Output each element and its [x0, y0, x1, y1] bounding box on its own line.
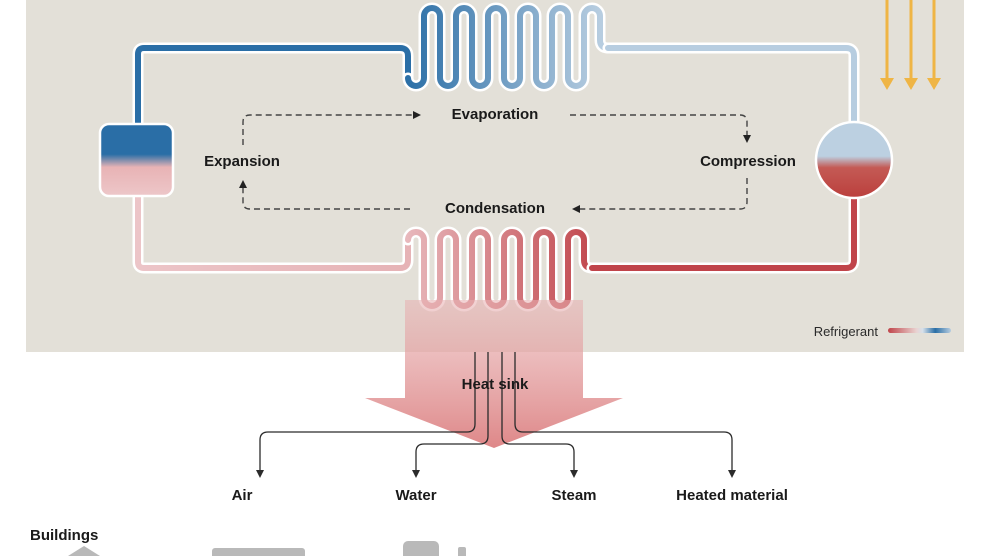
output-arrowheads [256, 470, 736, 478]
heat-source-arrow [904, 0, 918, 90]
appliance-icon [212, 548, 305, 556]
line-to-heated-material [514, 352, 733, 472]
flow-arrow-expansion-to-evaporation [242, 114, 412, 145]
tank-icon [403, 541, 439, 556]
flow-arrow-compression-to-condensation [580, 178, 748, 210]
heat-source-arrows [880, 0, 941, 90]
output-air: Air [232, 487, 253, 504]
applications-heading: Buildings [30, 527, 98, 544]
output-steam: Steam [551, 487, 596, 504]
legend-label: Refrigerant [814, 324, 879, 339]
cycle-flow-arrows [242, 114, 748, 210]
output-water: Water [395, 487, 436, 504]
cycle-panel [26, 0, 964, 352]
output-heated-material: Heated material [676, 487, 788, 504]
heat-sink-arrow [365, 300, 623, 448]
expansion-valve [98, 122, 175, 198]
label-evaporation: Evaporation [452, 106, 539, 123]
legend-refrigerant-gradient [888, 328, 951, 333]
flow-arrowheads [239, 111, 751, 213]
heat-source-arrow [880, 0, 894, 90]
label-expansion: Expansion [204, 153, 280, 170]
line-to-steam [501, 352, 575, 472]
application-icons [68, 541, 466, 556]
label-compression: Compression [700, 153, 796, 170]
heat-sink-distribution-lines [259, 352, 733, 472]
line-to-air [259, 352, 476, 472]
house-icon [68, 546, 100, 556]
label-heat-sink: Heat sink [462, 376, 529, 393]
pipe-icon [458, 547, 466, 556]
condenser-coil [402, 226, 598, 312]
legend: Refrigerant [814, 324, 951, 339]
condenser-pipe [132, 190, 860, 312]
evaporator-pipe [132, 2, 860, 130]
label-condensation: Condensation [445, 200, 545, 217]
flow-arrow-condensation-to-expansion [242, 186, 410, 210]
heat-source-arrow [927, 0, 941, 90]
flow-arrow-evaporation-to-compression [570, 114, 748, 136]
line-to-water [415, 352, 489, 472]
compressor [814, 120, 894, 200]
